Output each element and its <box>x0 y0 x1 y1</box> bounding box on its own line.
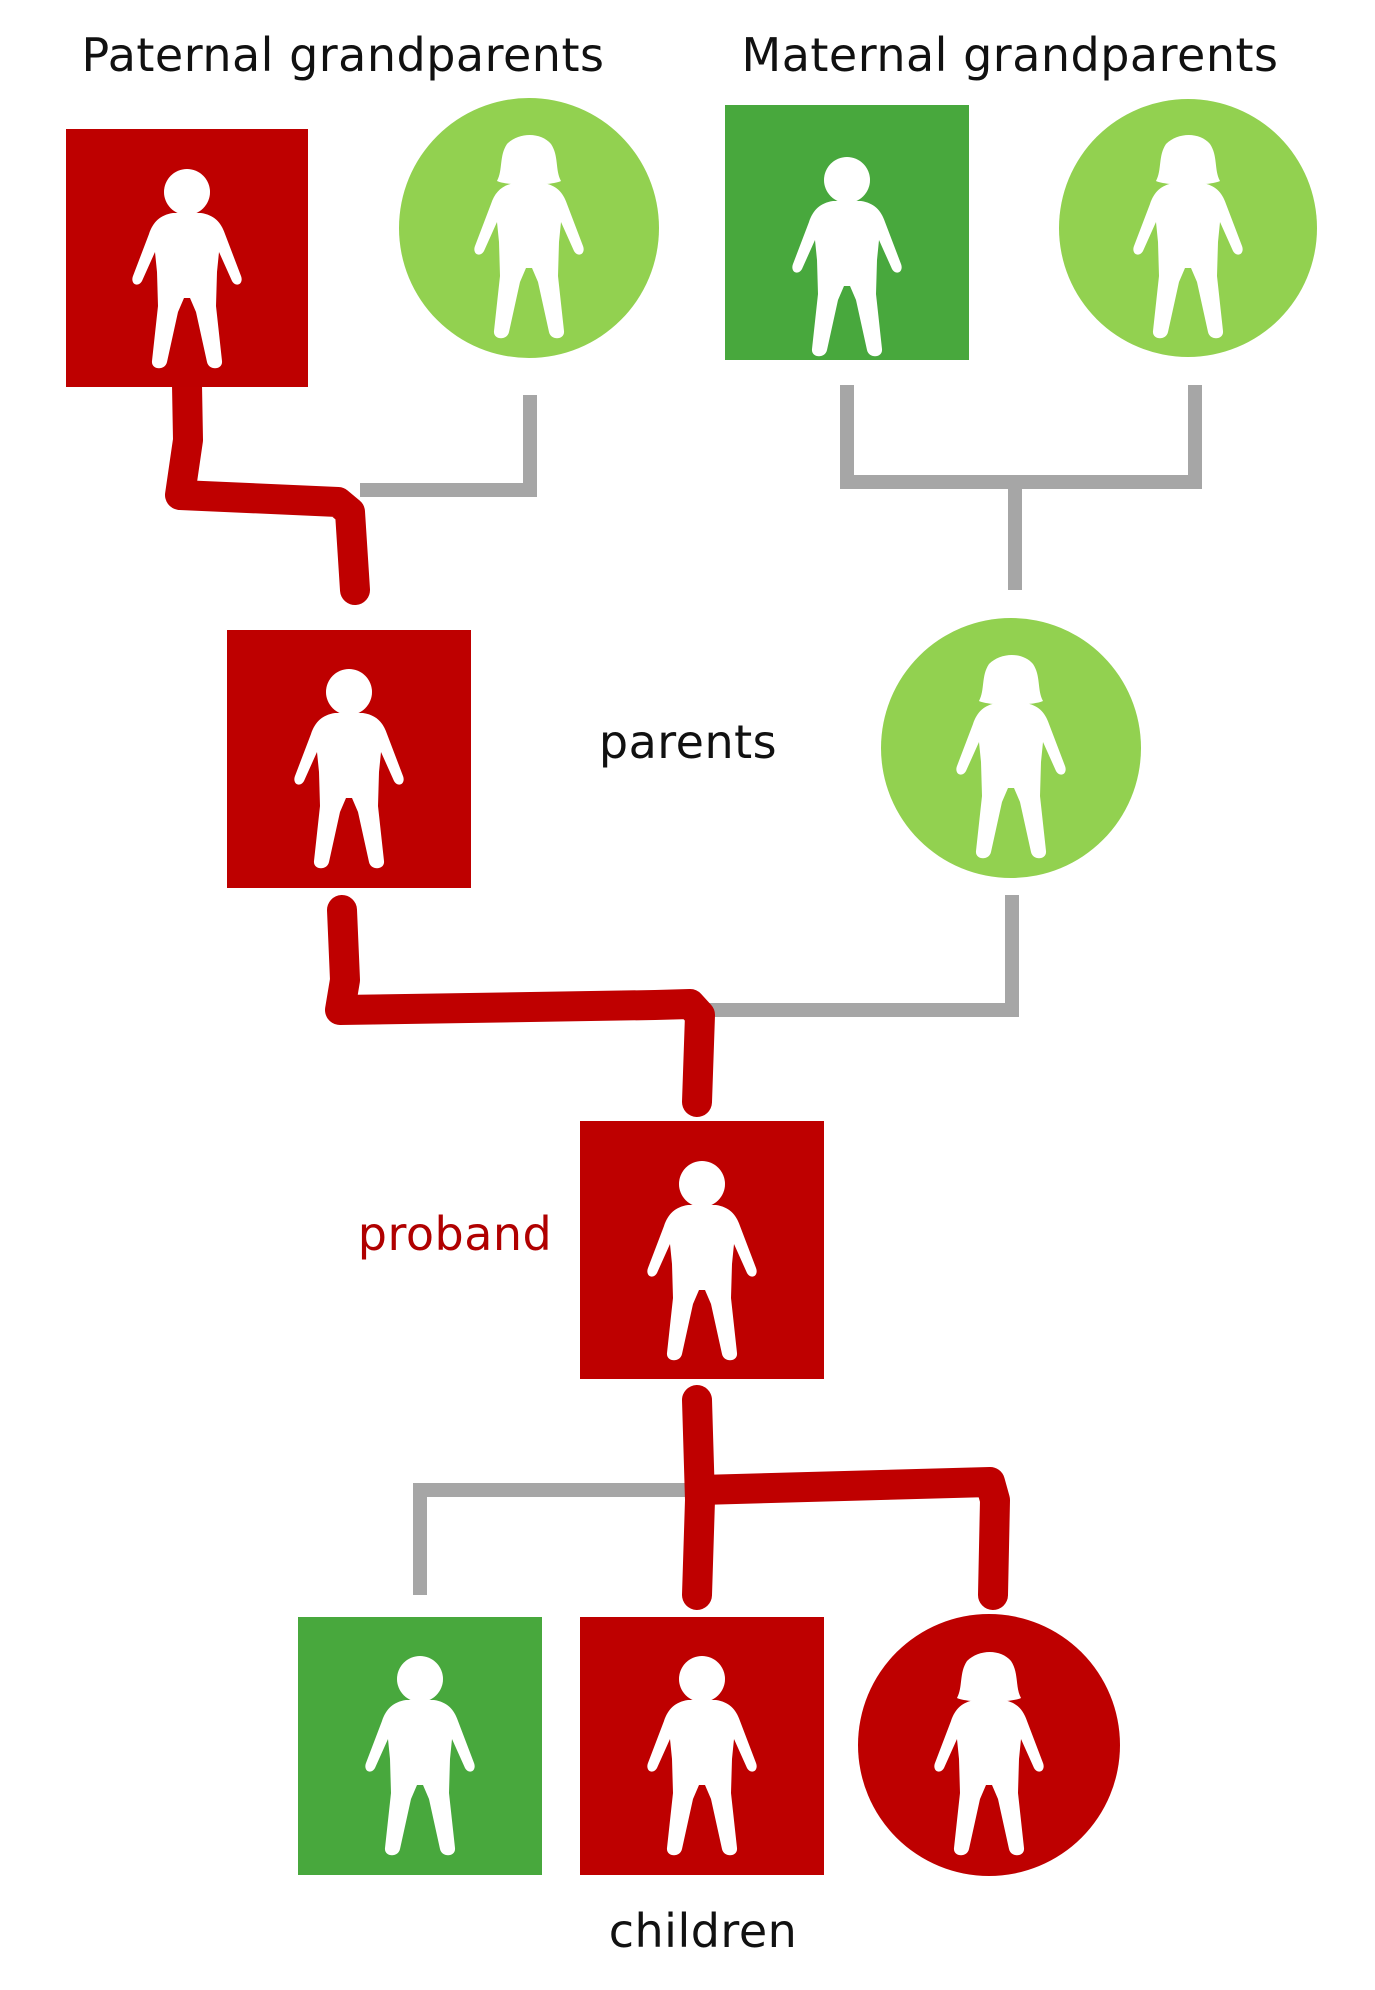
son-2 <box>580 1617 824 1875</box>
daughter <box>858 1614 1120 1876</box>
parents-label: parents <box>599 715 777 769</box>
mother-connector <box>700 895 1019 1017</box>
mother <box>881 618 1141 878</box>
paternal-grandparents-label: Paternal grandparents <box>82 28 605 82</box>
proband-label: proband <box>358 1207 553 1261</box>
paternal-grandmother-connector <box>360 395 537 497</box>
children-label: children <box>609 1904 798 1958</box>
path-grandfather-to-father <box>165 370 370 605</box>
inheritance-path <box>165 370 1010 1610</box>
maternal-grandfather <box>725 105 969 360</box>
proband <box>580 1121 824 1379</box>
path-father-to-proband <box>325 895 715 1117</box>
paternal-grandfather <box>66 129 308 387</box>
connector-lines <box>360 385 1202 1595</box>
path-to-daughter <box>685 1467 1010 1610</box>
maternal-grandparents-label: Maternal grandparents <box>742 28 1279 82</box>
maternal-grandmother <box>1059 99 1317 357</box>
maternal-grandparents-connector <box>840 385 1202 489</box>
son-1 <box>298 1617 542 1875</box>
paternal-grandmother <box>399 98 659 358</box>
father <box>227 630 471 888</box>
son-1-connector <box>413 1483 700 1595</box>
